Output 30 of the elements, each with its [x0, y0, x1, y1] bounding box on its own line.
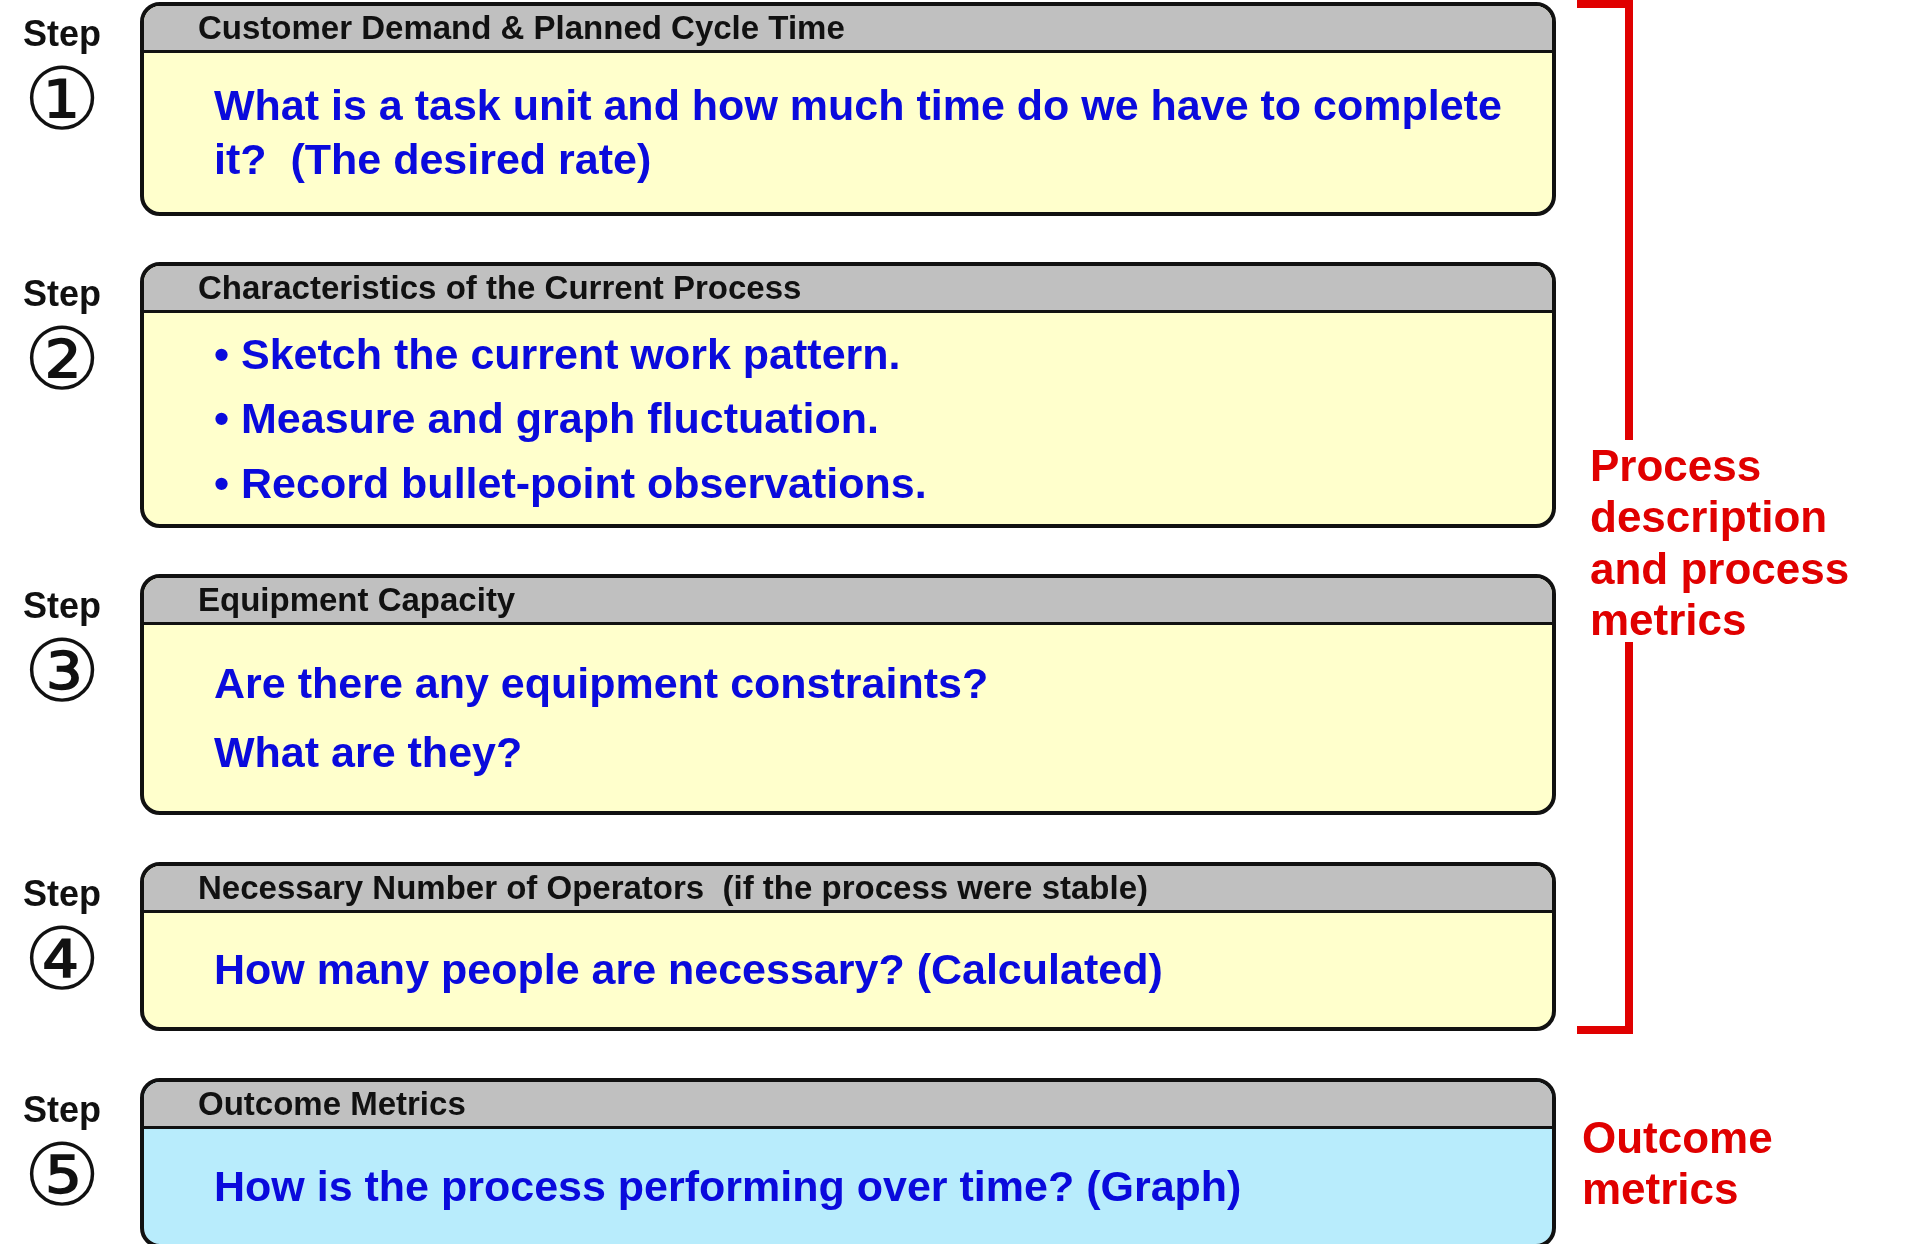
- question-text: How many people are necessary? (Calculated): [214, 944, 1164, 996]
- step-number: ④: [23, 916, 101, 1002]
- step-label: Step: [23, 276, 101, 312]
- question-text: What is a task unit and how much time do we have to complete it? (The desired rate): [214, 79, 1503, 185]
- step-number: ②: [23, 316, 101, 402]
- step-number: ①: [23, 56, 101, 142]
- question-text: How is the process performing over time? (Graph): [214, 1160, 1243, 1212]
- step-number: ③: [23, 628, 101, 714]
- card-heading: Characteristics of the Current Process: [198, 269, 802, 307]
- step-card: [140, 862, 1556, 1031]
- step-card: [140, 262, 1556, 528]
- step-label: Step: [23, 588, 101, 624]
- step-card: [140, 574, 1556, 815]
- card-heading: Customer Demand & Planned Cycle Time: [198, 9, 845, 47]
- step-label: Step: [23, 876, 101, 912]
- step-number: ⑤: [23, 1132, 101, 1218]
- step-label: Step: [23, 16, 101, 52]
- card-heading: Outcome Metrics: [198, 1085, 466, 1123]
- bracket-label: Process description and process metrics: [1590, 440, 1851, 646]
- question-text: Are there any equipment constraints?: [214, 658, 990, 710]
- step-card: [140, 1078, 1556, 1244]
- card-heading: Equipment Capacity: [198, 581, 516, 619]
- step-label: Step: [23, 1092, 101, 1128]
- question-text: • Measure and graph fluctuation.: [214, 393, 880, 445]
- question-text: What are they?: [214, 727, 524, 778]
- question-text: • Record bullet-point observations.: [214, 457, 928, 509]
- bracket-label: Outcome metrics: [1582, 1112, 1774, 1215]
- question-text: • Sketch the current work pattern.: [214, 328, 902, 380]
- card-heading: Necessary Number of Operators (if the process were stable): [198, 869, 1148, 907]
- step-card: [140, 2, 1556, 216]
